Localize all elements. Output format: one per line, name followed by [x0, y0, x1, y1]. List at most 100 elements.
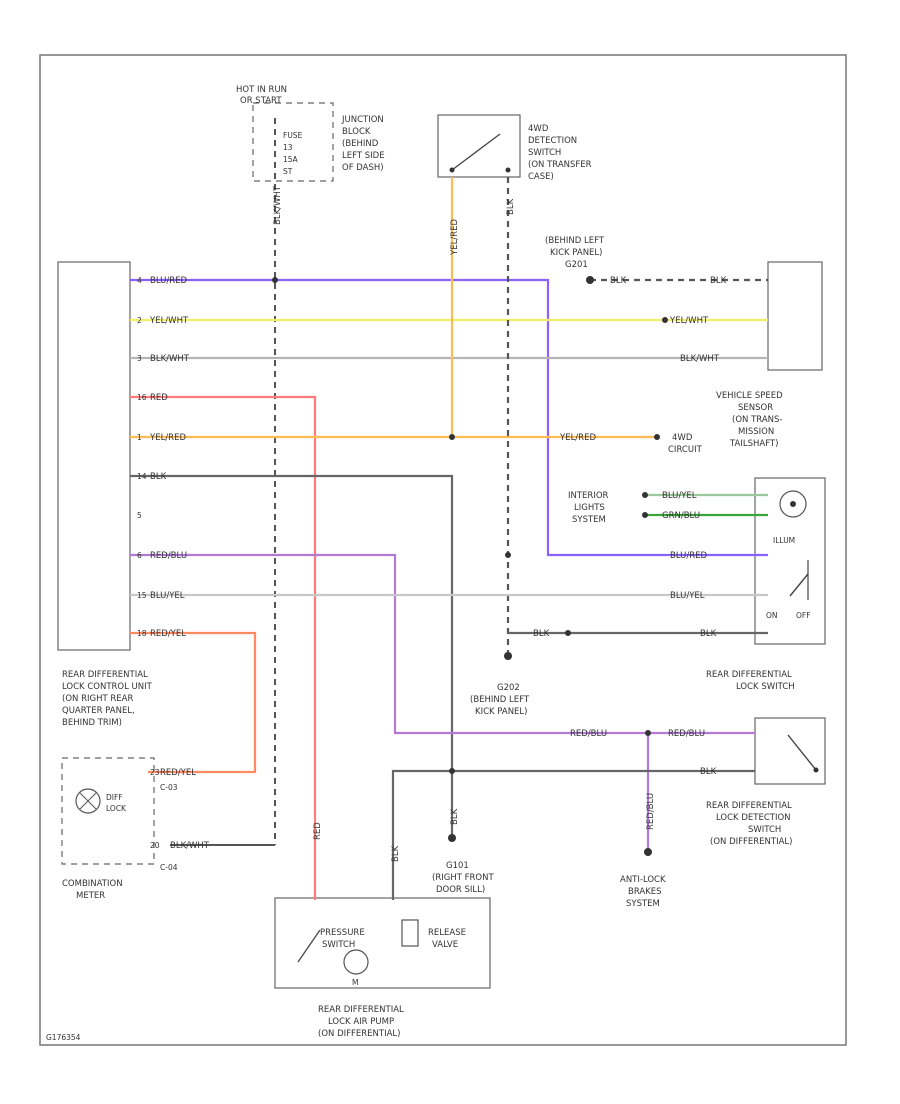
4wd-circuit-line1: 4WD: [672, 433, 693, 443]
ground-g203: [586, 276, 594, 284]
pressure-switch-line1: PRESSURE: [320, 928, 365, 938]
wire-red-blu: [130, 553, 755, 735]
wire-detect-blk: [391, 769, 755, 900]
fuse-label-2: 13: [283, 143, 293, 152]
vss-line5: TAILSHAFT): [729, 439, 778, 449]
control-unit-line1: REAR DIFFERENTIAL: [62, 670, 148, 680]
combination-meter-line1: COMBINATION: [62, 879, 123, 889]
junction-block-line1: JUNCTION: [341, 115, 384, 125]
label-red-blu-detect2: RED/BLU: [668, 729, 705, 739]
sensor-center-icon: [790, 501, 796, 507]
detection-switch-blade: [787, 734, 817, 771]
hot-in-run-line1: HOT IN RUN: [236, 85, 287, 95]
ground-g101: [448, 834, 456, 842]
illum-label: ILLUM: [773, 536, 795, 545]
pin-4: 4: [137, 276, 142, 285]
int-terminal-b: [642, 512, 648, 518]
label-blk-wht-right: BLK/WHT: [680, 354, 720, 364]
label-yel-wht: YEL/WHT: [149, 316, 189, 326]
pin-23: 23: [150, 768, 160, 777]
rear-differential-lock-switch-box: [754, 477, 826, 645]
4wd-detection-line5: CASE): [528, 172, 554, 182]
detection-switch-line3: SWITCH: [748, 825, 781, 835]
release-valve-line1: RELEASE: [428, 928, 466, 938]
abs-line3: SYSTEM: [626, 899, 660, 909]
label-blu-red: BLU/RED: [150, 276, 188, 286]
g101-line3: DOOR SILL): [436, 885, 485, 895]
air-pump-line1: REAR DIFFERENTIAL: [318, 1005, 404, 1015]
pressure-switch-blade: [297, 929, 321, 963]
splice-blk: [449, 768, 455, 774]
label-blu-yel: BLU/YEL: [150, 591, 185, 601]
label-yel-red: YEL/RED: [149, 433, 186, 443]
label-blk-vss: BLK: [610, 276, 627, 286]
splice-yel-red: [449, 434, 455, 440]
label-blk-wht: BLK/WHT: [150, 354, 190, 364]
fuse-label-1: FUSE: [283, 131, 303, 140]
label-blk-wht-meter: BLK/WHT: [170, 841, 210, 851]
4wd-switch-blade: [451, 133, 501, 171]
pin-16: 16: [137, 393, 147, 402]
off-label: OFF: [796, 611, 811, 620]
4wd-detection-switch-box: [437, 114, 521, 178]
label-blk-g101: BLK: [450, 808, 460, 825]
g201-line3: KICK PANEL): [475, 707, 527, 717]
combination-meter-box: [61, 757, 155, 865]
4wd-switch-contact: [505, 167, 511, 173]
splice-lock: [565, 630, 571, 636]
g101-line2: (RIGHT FRONT: [432, 873, 494, 883]
g201-line1: G202: [497, 683, 520, 693]
lamp-filament-b: [79, 792, 97, 810]
interior-lights-line2: LIGHTS: [574, 503, 605, 513]
pump-motor-icon: [343, 949, 369, 975]
wire-blu-red: [130, 278, 768, 557]
control-unit-line2: LOCK CONTROL UNIT: [62, 682, 153, 692]
on-label: ON: [766, 611, 778, 620]
interior-lights-line3: SYSTEM: [572, 515, 606, 525]
lock-switch-blade: [789, 573, 809, 597]
4wd-detection-line2: DETECTION: [528, 136, 577, 146]
detection-switch-line1: REAR DIFFERENTIAL: [706, 801, 792, 811]
detection-switch-line4: (ON DIFFERENTIAL): [710, 837, 792, 847]
4wd-detection-line3: SWITCH: [528, 148, 561, 158]
g101-line1: G101: [446, 861, 469, 871]
junction-block-box: [252, 102, 334, 182]
label-blk-4wd-vertical: BLK: [506, 198, 516, 215]
pin-3: 3: [137, 354, 142, 363]
vss-line4: MISSION: [738, 427, 774, 437]
pin-5: 5: [137, 511, 142, 520]
label-red: RED: [150, 393, 168, 403]
release-valve-line2: VALVE: [432, 940, 458, 950]
label-red-vertical: RED: [313, 822, 323, 840]
label-yel-red-right: YEL/RED: [559, 433, 596, 443]
vss-line1: VEHICLE SPEED: [716, 391, 783, 401]
label-red-blu-abs: RED/BLU: [646, 793, 656, 830]
connector-c04: C-04: [160, 863, 178, 872]
pin-18: 18: [137, 629, 147, 638]
wire-red-yel: [130, 631, 257, 774]
release-valve-coil-icon: [401, 919, 419, 947]
splice-red-blu: [645, 730, 651, 736]
label-blk-vss2: BLK: [710, 276, 727, 286]
fuse-label-4: ST: [283, 167, 293, 176]
splice-fuse: [272, 277, 278, 283]
ground-g201: [504, 652, 512, 660]
g203-line3: G201: [565, 260, 588, 270]
4wd-circuit-line2: CIRCUIT: [668, 445, 703, 455]
control-unit-line3: (ON RIGHT REAR: [62, 694, 133, 704]
label-blu-red-right: BLU/RED: [670, 551, 708, 561]
label-int-blu-yel: BLU/YEL: [662, 491, 697, 501]
control-unit-line5: BEHIND TRIM): [62, 718, 122, 728]
pin-14: 14: [137, 472, 147, 481]
connector-c03: C-03: [160, 783, 178, 792]
label-int-grn-blu: GRN/BLU: [662, 511, 700, 521]
g203-line1: (BEHIND LEFT: [545, 236, 605, 246]
g201-line2: (BEHIND LEFT: [470, 695, 530, 705]
abs-line2: BRAKES: [628, 887, 662, 897]
rear-differential-lock-detection-switch-box: [754, 717, 826, 785]
air-pump-line2: LOCK AIR PUMP: [328, 1017, 394, 1027]
motor-m-label: M: [352, 978, 358, 987]
interior-lights-line1: INTERIOR: [568, 491, 609, 501]
